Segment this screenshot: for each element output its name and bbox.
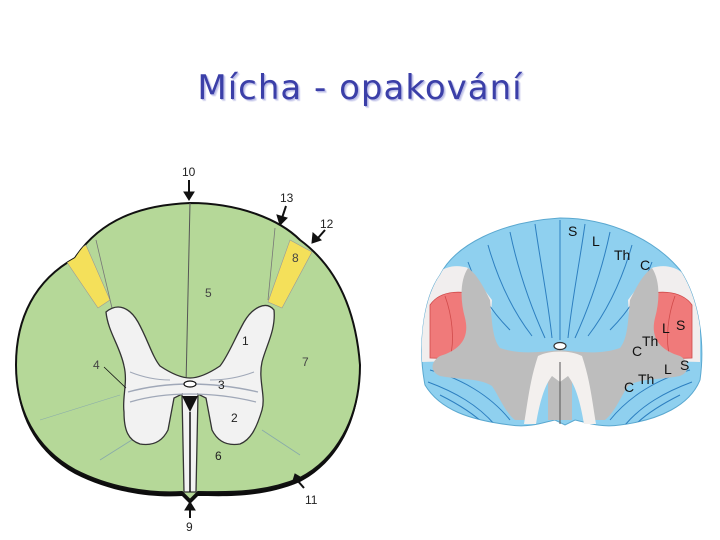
label-9: 9 (186, 520, 193, 534)
label-3: 3 (218, 378, 225, 392)
label-13: 13 (280, 191, 294, 205)
label-lateral-s: S (676, 317, 685, 333)
label-lateral-th: Th (642, 333, 658, 349)
label-dorsal-th: Th (614, 247, 630, 263)
label-1: 1 (242, 334, 249, 348)
right-light-center (524, 351, 596, 424)
label-12: 12 (320, 217, 334, 231)
label-ventral-s: S (680, 357, 689, 373)
label-lateral-l: L (662, 320, 670, 336)
label-8: 8 (292, 251, 299, 265)
label-ventral-l: L (664, 361, 672, 377)
left-spinal-cord-section: 10 13 12 8 5 1 7 4 3 2 6 11 9 (14, 165, 362, 534)
label-ventral-c: C (624, 379, 634, 395)
label-dorsal-l: L (592, 233, 600, 249)
label-7: 7 (302, 355, 309, 369)
label-lateral-c: C (632, 343, 642, 359)
label-11: 11 (305, 493, 318, 507)
label-4: 4 (93, 358, 100, 372)
label-dorsal-c: C (640, 257, 650, 273)
label-ventral-th: Th (638, 371, 654, 387)
label-10: 10 (182, 165, 196, 179)
left-yellow-tract-right (267, 239, 313, 309)
left-central-canal (183, 380, 197, 388)
left-arrows (103, 180, 326, 518)
slide-title: Mícha - opakování (197, 68, 523, 108)
right-central-canal (553, 341, 567, 351)
label-2: 2 (231, 411, 238, 425)
label-6: 6 (215, 449, 222, 463)
left-white-matter (14, 201, 362, 502)
label-dorsal-s: S (568, 223, 577, 239)
right-spinal-cord-section: S L Th C L S C Th C Th L S (421, 217, 703, 427)
label-5: 5 (205, 286, 212, 300)
right-grey-matter (432, 268, 688, 420)
